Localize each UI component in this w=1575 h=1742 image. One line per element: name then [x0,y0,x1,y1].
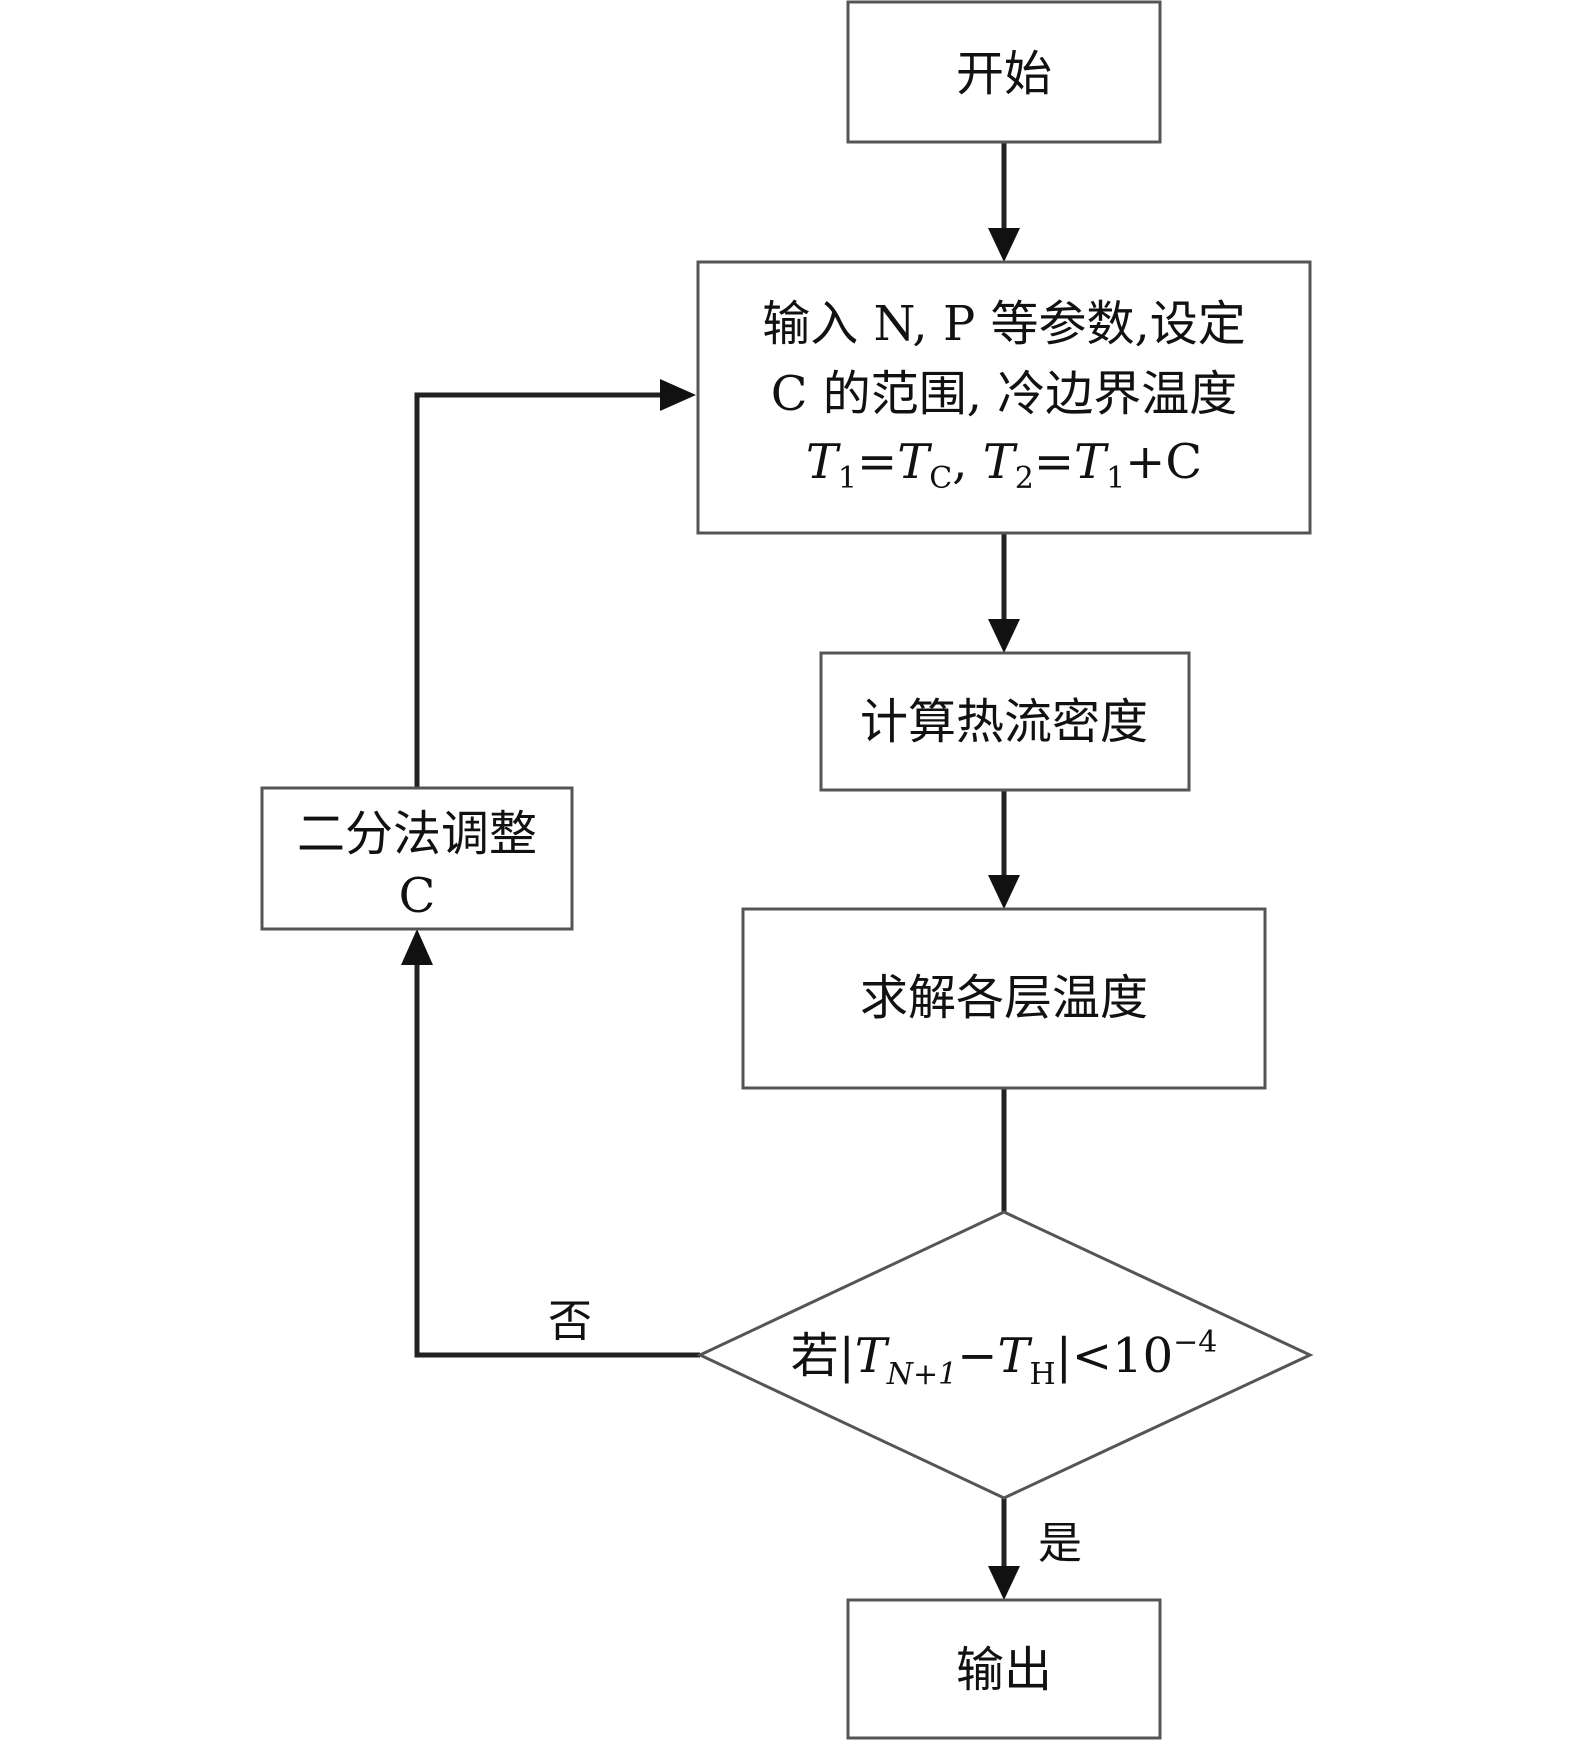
connector-start-input [988,142,1020,262]
arrowhead-right-icon [660,379,696,411]
arrowhead-down-icon [988,619,1020,653]
decision-node: 若|TN+1−TH|<10−4 [696,1210,1314,1500]
bisection-line-2: C [399,868,436,924]
layer-temp-label: 求解各层温度 [860,970,1148,1026]
edge-label-yes: 是 [1038,1518,1082,1569]
input-line-2: C 的范围, 冷边界温度 [771,366,1238,422]
edge-label-no: 否 [548,1296,592,1347]
layer-temp-node: 求解各层温度 [741,907,1267,1090]
connector-heatflux-layertemp [988,790,1020,909]
arrowhead-down-icon [988,875,1020,909]
start-label: 开始 [956,46,1052,102]
decision-condition: 若|TN+1−TH|<10−4 [791,1325,1218,1392]
heat-flux-node: 计算热流密度 [819,651,1191,792]
bisection-node: 二分法调整 C [260,786,574,931]
input-formula: T1=TC, T2=T1+C [806,434,1202,496]
connector-decision-bisection [401,929,700,1358]
connector-input-heatflux [988,533,1020,653]
input-line-1: 输入 N, P 等参数,设定 [762,296,1246,352]
input-node: 输入 N, P 等参数,设定 C 的范围, 冷边界温度 T1=TC, T2=T1… [696,260,1312,535]
connector-decision-output [988,1498,1020,1600]
arrowhead-up-icon [401,929,433,965]
start-node: 开始 [846,0,1162,144]
output-node: 输出 [846,1598,1162,1740]
arrowhead-down-icon [988,1566,1020,1600]
arrowhead-down-icon [988,228,1020,262]
connector-bisection-input [414,379,696,788]
output-label: 输出 [956,1642,1052,1698]
heat-flux-label: 计算热流密度 [860,694,1148,750]
bisection-line-1: 二分法调整 [297,806,537,862]
